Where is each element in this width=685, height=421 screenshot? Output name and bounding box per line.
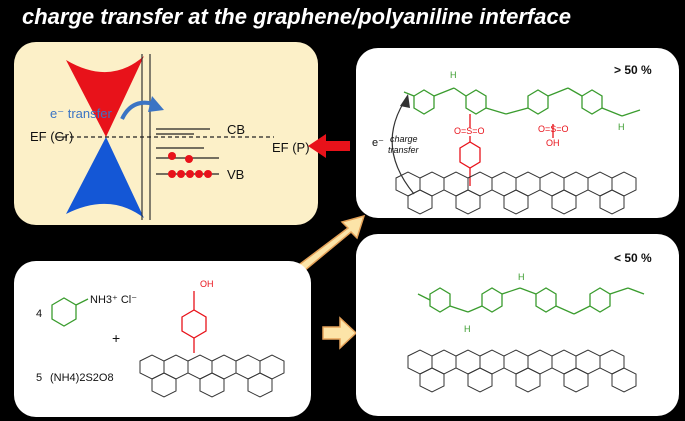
percent-label: < 50 % [614, 251, 652, 265]
transfer-label: transfer [388, 145, 420, 155]
nh-plus-label: H [464, 324, 471, 334]
ef-graphene-label: EF (Gr) [30, 129, 73, 144]
upper-dirac-cone [66, 56, 144, 137]
low-doping-panel: < 50 % H H [356, 234, 679, 416]
aps-coefficient: 5 [36, 372, 42, 384]
page-title: charge transfer at the graphene/polyanil… [22, 4, 571, 29]
aniline-coefficient: 4 [36, 308, 42, 320]
plus-sign: + [112, 330, 120, 346]
right-arrow-icon [322, 316, 358, 350]
oh-label: OH [546, 138, 560, 148]
electron-label: e⁻ [372, 137, 384, 149]
transfer-label: e⁻ transfer [50, 106, 112, 121]
band-diagram-panel: e⁻ transfer EF (Gr) CB EF (P) VB [14, 42, 318, 225]
ef-polymer-label: EF (P) [272, 140, 310, 155]
percent-label: > 50 % [614, 63, 652, 77]
cb-label: CB [227, 122, 245, 137]
charge-label: charge [390, 134, 418, 144]
anilinium-label: NH3⁺ Cl⁻ [90, 294, 137, 306]
high-doping-panel: > 50 % e⁻ charge transfer O=S=O O=S=O OH… [356, 48, 679, 218]
nh-plus-label: H [450, 70, 457, 80]
nh-label: H [518, 272, 525, 282]
aps-formula: (NH4)2S2O8 [50, 372, 114, 384]
nh-label: H [618, 122, 625, 132]
vb-label: VB [227, 167, 244, 182]
reagents-panel: 4 NH3⁺ Cl⁻ + 5 (NH4)2S2O8 OH [14, 261, 311, 417]
so3-group-b: O=S=O [538, 124, 569, 134]
lower-dirac-cone [66, 137, 144, 218]
so3-group-a: O=S=O [454, 126, 485, 136]
sulfonic-oh-label: OH [200, 279, 214, 289]
